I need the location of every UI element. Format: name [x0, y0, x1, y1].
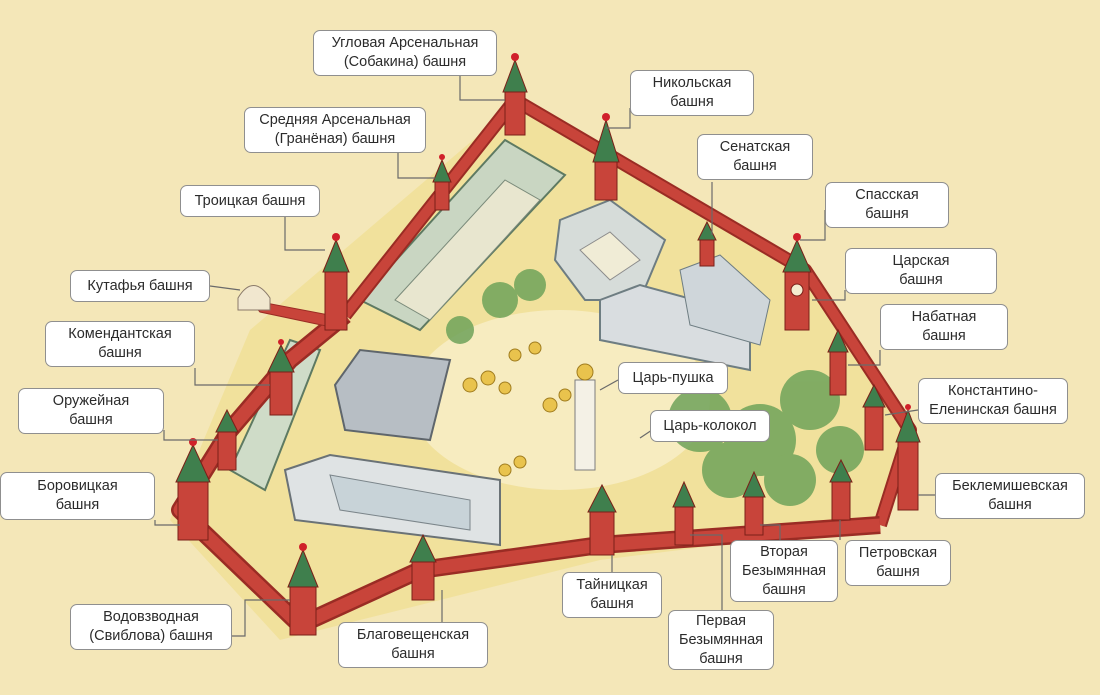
label-komendantskaya-tower: Комендантская башня: [45, 321, 195, 367]
cathedral-domes: [462, 341, 572, 477]
label-uglovaya-arsenalnaya-tower: Угловая Арсенальная (Собакина) башня: [313, 30, 497, 76]
label-taynitskaya-tower: Тайницкая башня: [562, 572, 662, 618]
senate-building: [553, 198, 667, 301]
arsenal-building: [358, 138, 567, 332]
state-kremlin-palace: [333, 348, 452, 442]
label-kutafya-tower: Кутафья башня: [70, 270, 210, 302]
label-tsar-pushka: Царь-пушка: [618, 362, 728, 394]
label-tsarskaya-tower: Царская башня: [845, 248, 997, 294]
label-vtoraya-bezymyannaya-tower: Вторая Безымянная башня: [730, 540, 838, 602]
label-senatskaya-tower: Сенатская башня: [697, 134, 813, 180]
label-blagoveshchenskaya-tower: Благовещенская башня: [338, 622, 488, 668]
grand-kremlin-palace: [283, 453, 501, 547]
label-troitskaya-tower: Троицкая башня: [180, 185, 320, 217]
label-borovitskaya-tower: Боровицкая башня: [0, 472, 155, 520]
label-spasskaya-tower: Спасская башня: [825, 182, 949, 228]
label-konstantino-eleninskaya-tower: Константино- Еленинская башня: [918, 378, 1068, 424]
label-tsar-kolokol: Царь-колокол: [650, 410, 770, 442]
label-srednyaya-arsenalnaya-tower: Средняя Арсенальная (Гранёная) башня: [244, 107, 426, 153]
label-vodovzvodnaya-tower: Водовзводная (Свиблова) башня: [70, 604, 232, 650]
label-nikolskaya-tower: Никольская башня: [630, 70, 754, 116]
label-nabatnaya-tower: Набатная башня: [880, 304, 1008, 350]
tower-stars: [189, 53, 911, 551]
ivan-the-great-bell-tower: [574, 363, 596, 471]
cathedral-square: [410, 310, 710, 490]
towers: [175, 58, 921, 636]
label-oruzheynaya-tower: Оружейная башня: [18, 388, 164, 434]
label-beklemishevskaya-tower: Беклемишевская башня: [935, 473, 1085, 519]
label-petrovskaya-tower: Петровская башня: [845, 540, 951, 586]
label-pervaya-bezymyannaya-tower: Первая Безымянная башня: [668, 610, 774, 670]
